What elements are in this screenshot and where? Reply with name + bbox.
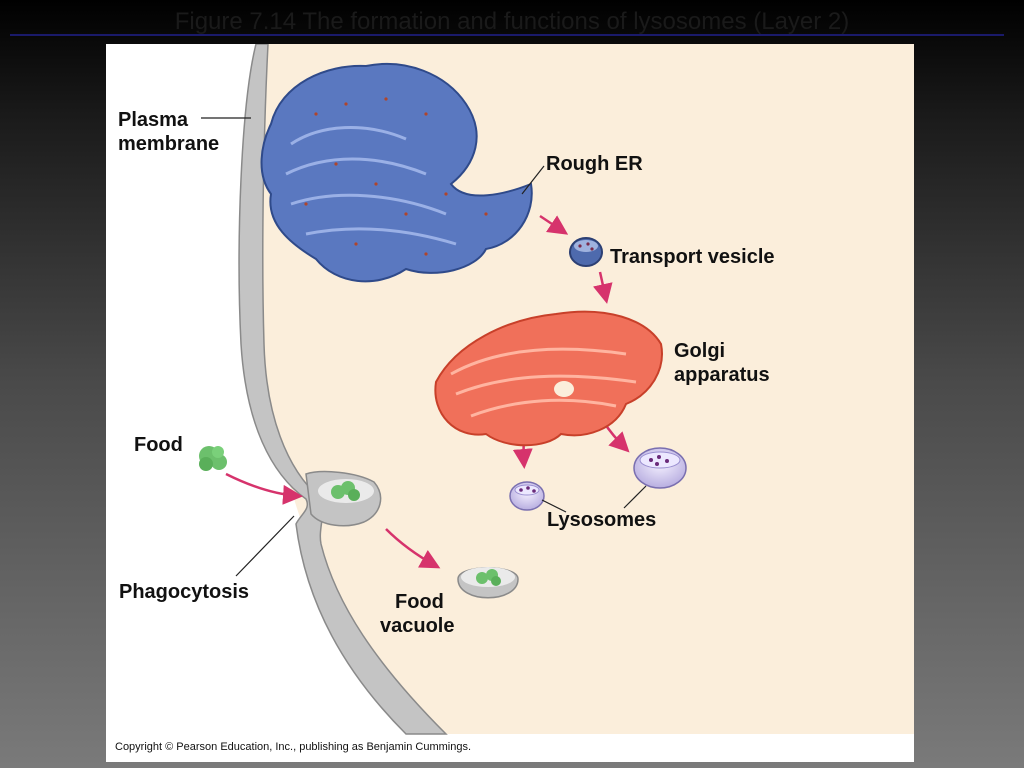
label-lysosomes: Lysosomes <box>547 509 657 531</box>
figure-panel: Plasma membrane Rough ER Transport vesic… <box>106 44 914 762</box>
label-food: Food <box>134 434 183 456</box>
rough-er <box>260 62 533 283</box>
label-transport-vesicle: Transport vesicle <box>610 246 775 268</box>
label-rough-er: Rough ER <box>546 153 643 175</box>
leader-lysosome-large <box>623 485 647 509</box>
label-plasma-membrane-1: Plasma <box>118 109 189 131</box>
label-golgi-2: apparatus <box>674 364 770 386</box>
lysosome-diagram <box>199 44 914 735</box>
leader-lysosome-small <box>541 499 567 513</box>
leader-phagocytosis <box>235 515 295 577</box>
arrow-food-to-membrane <box>225 472 303 505</box>
slide-title: Figure 7.14 The formation and functions … <box>174 8 850 35</box>
label-food-vacuole-1: Food <box>395 591 444 613</box>
food-vacuole <box>457 567 519 599</box>
label-golgi-1: Golgi <box>674 340 726 362</box>
title-divider <box>10 34 1004 36</box>
arrow-vesicle-to-golgi <box>592 271 613 304</box>
lysosome-small <box>509 481 545 511</box>
label-food-vacuole-2: vacuole <box>380 615 455 637</box>
phagocytic-vesicle <box>305 470 382 527</box>
arrow-to-food-vacuole <box>385 528 441 569</box>
food-particle <box>199 446 227 471</box>
transport-vesicle <box>569 237 603 267</box>
golgi-apparatus <box>434 310 663 447</box>
label-plasma-membrane-2: membrane <box>118 133 220 155</box>
lysosome-large <box>633 447 687 489</box>
plasma-membrane <box>238 44 448 735</box>
label-phagocytosis: Phagocytosis <box>119 581 250 603</box>
arrow-er-to-vesicle <box>539 214 569 235</box>
leader-rough-er <box>521 165 545 195</box>
copyright-notice: Copyright © Pearson Education, Inc., pub… <box>115 741 472 753</box>
